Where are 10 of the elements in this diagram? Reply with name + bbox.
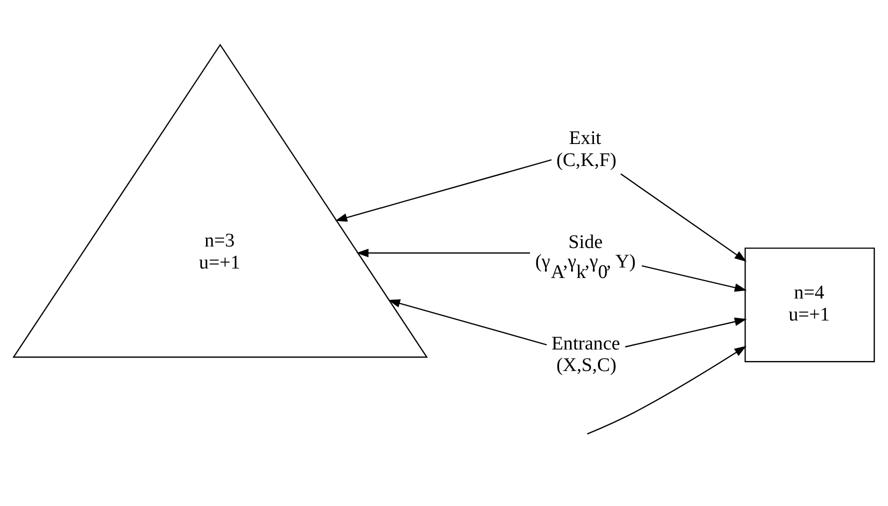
node-text: Entrance (X,S,C) bbox=[552, 333, 620, 376]
arrow bbox=[586, 346, 746, 435]
arrow bbox=[335, 159, 552, 222]
arrow bbox=[356, 248, 530, 258]
arrow bbox=[642, 265, 747, 292]
arrow bbox=[388, 299, 547, 346]
arrow bbox=[625, 318, 747, 348]
arrow bbox=[620, 173, 747, 262]
node-box: n=4 u=+1 bbox=[744, 248, 875, 362]
node-text: Exit (C,K,F) bbox=[556, 128, 616, 171]
